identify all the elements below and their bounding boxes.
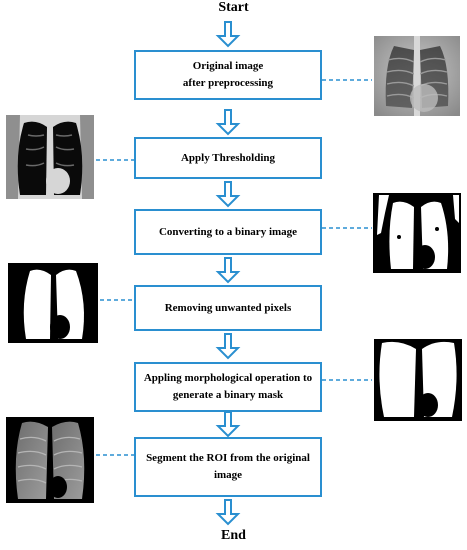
start-label: Start [218,0,249,15]
down-arrow-icon [215,109,241,136]
binary-image-thumbnail [373,193,461,273]
step-morphological-operation-line-2: generate a binary mask [172,389,284,401]
down-arrow-icon [215,21,241,48]
xray-thumbnail [374,36,460,116]
step-morphological-operation-line-1: Appling morphological operation to [143,372,313,384]
step-convert-binary-line-1: Converting to a binary image [158,225,298,238]
down-arrow-icon [215,499,241,526]
step-remove-pixels: Removing unwanted pixels [134,285,322,331]
segmented-lungs-thumbnail [6,417,94,503]
down-arrow-icon [215,181,241,208]
thresholded-xray-thumbnail [6,115,94,199]
step-original-image: Original image after preprocessing [134,50,322,100]
step-segment-roi: Segment the ROI from the original image [134,437,322,497]
step-original-image-line-1: Original image [192,60,264,72]
morphological-mask-thumbnail [374,339,462,421]
down-arrow-icon [215,257,241,284]
step-morphological-operation: Appling morphological operation to gener… [134,362,322,412]
step-remove-pixels-line-1: Removing unwanted pixels [164,301,292,314]
down-arrow-icon [215,333,241,360]
down-arrow-icon [215,411,241,438]
step-segment-roi-line-1: Segment the ROI from the original [146,452,310,464]
cleaned-mask-thumbnail [8,263,98,343]
step-original-image-line-2: after preprocessing [182,77,274,89]
step-apply-thresholding-line-1: Apply Thresholding [180,151,276,164]
end-label: End [221,528,246,543]
step-segment-roi-line-2: image [213,469,243,481]
step-apply-thresholding: Apply Thresholding [134,137,322,179]
step-convert-binary: Converting to a binary image [134,209,322,255]
